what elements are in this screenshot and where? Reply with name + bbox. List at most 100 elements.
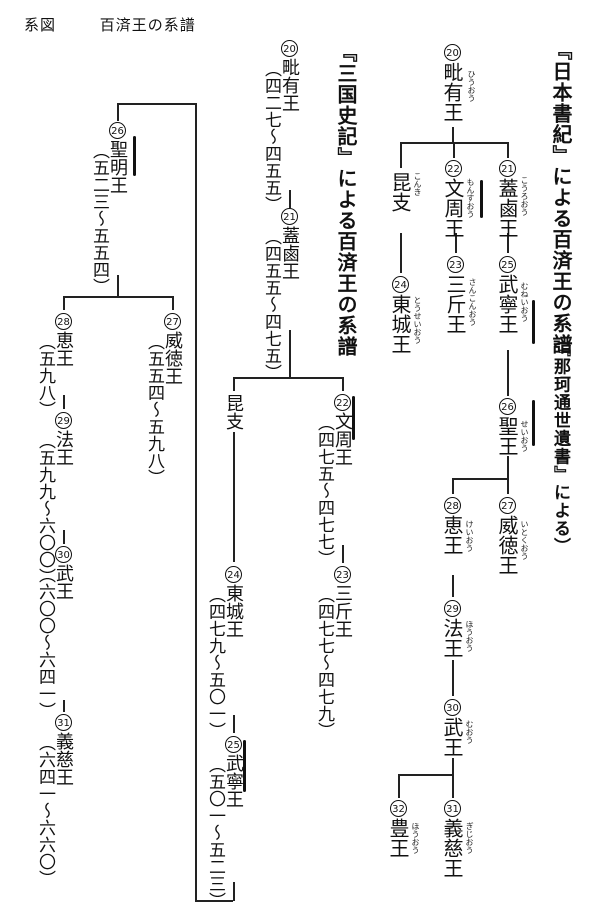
line [507,350,509,396]
king-name: 蓋鹵王 [279,226,300,280]
line [63,296,65,310]
line [400,233,402,273]
king-number: 28 [444,497,461,514]
line [233,715,235,733]
line [172,296,174,310]
king-name: 文周王 [441,178,465,238]
line [63,296,173,298]
king-name: 毗有王 [440,62,464,122]
king-number: 24 [392,276,409,293]
nihon-subtitle: （『那珂通世遺書』による） [550,330,570,556]
line [452,478,508,480]
line [289,330,291,378]
margin-mark [133,136,136,176]
king-ruby: いとくおう [520,520,529,560]
king-number: 26 [109,122,126,139]
line [233,882,235,901]
king-name: 蓋鹵王 [495,178,519,238]
figure-title: 百済王の系譜 [99,16,196,34]
king-ruby: むねいおう [520,282,529,322]
king-ruby: ほうおう [465,620,474,652]
king-number: 23 [447,256,464,273]
king-number: 20 [281,40,298,57]
king-years: （五〇一〜五二三） [205,756,225,909]
king-ruby: むおう [465,720,474,744]
king-number: 27 [499,497,516,514]
king-ruby: けいおう [465,520,474,552]
margin-mark [243,740,246,792]
line [453,142,455,158]
king-ruby: ぎじおう [465,822,474,854]
king-ruby: もんすおう [466,178,475,218]
king-number: 30 [444,699,461,716]
line [233,377,343,379]
king-number: 27 [164,313,181,330]
king-name: 毗有王 [279,58,300,112]
king-years: （六〇〇〜六四一） [35,566,55,719]
king-ruby: さんこんおう [468,278,477,326]
line [400,142,402,168]
king-number: 21 [281,208,298,225]
king-number: 31 [444,800,461,817]
margin-mark [532,300,535,344]
king-number: 32 [390,800,407,817]
king-number: 21 [499,160,516,177]
margin-mark [480,180,483,218]
king-number: 25 [225,736,242,753]
line [63,700,65,712]
line [233,377,235,391]
king-ruby: ひうおう [467,70,476,102]
king-number: 25 [499,256,516,273]
line [507,142,509,158]
king-number: 30 [55,546,72,563]
king-name: 義慈王 [53,732,74,786]
king-name: 東城王 [388,294,412,354]
king-name: 昆支 [223,394,244,430]
king-name: 三斤王 [332,584,353,638]
king-number: 28 [55,313,72,330]
king-ruby: ほうおう [411,822,420,854]
line [452,758,454,774]
line [398,774,400,798]
line [507,478,509,494]
king-name: 昆支 [388,172,412,212]
king-years: （五九九〜六〇〇） [35,432,55,585]
king-years: （五二三〜五五四） [89,142,109,295]
line [342,545,344,563]
line [507,233,509,253]
king-number: 23 [334,566,351,583]
line [455,233,457,253]
figure-header: 系図 百済王の系譜 [24,14,196,35]
king-years: （五五四〜五九八） [144,333,164,486]
king-number: 29 [444,600,461,617]
line [117,103,119,121]
king-name: 義慈王 [440,818,464,878]
line [452,660,454,696]
line [452,478,454,494]
king-name: 威徳王 [495,515,519,575]
king-number: 22 [334,394,351,411]
line [195,103,197,901]
nihon-title: 『日本書紀』による百済王の系譜 [549,40,573,355]
king-years: （六四一〜六六〇） [35,734,55,887]
king-name: 法王 [53,430,74,466]
samguk-title: 『三国史記』による百済王の系譜 [334,42,358,357]
king-name: 聖明王 [107,140,128,194]
king-name: 聖王 [495,416,519,456]
king-years: （四七五〜四七七） [314,414,334,567]
king-name: 文周王 [332,412,353,466]
line [507,456,509,478]
king-ruby: せいおう [520,420,529,452]
margin-mark [532,400,535,446]
line [233,432,235,562]
king-ruby: とうせいおう [413,296,422,344]
king-name: 豊王 [386,818,410,858]
figure-caption: 系図 [24,16,57,34]
king-number: 20 [444,44,461,61]
line [195,900,233,902]
king-ruby: こんき [413,172,422,196]
king-number: 26 [499,398,516,415]
king-ruby: こうろおう [520,176,529,216]
king-name: 東城王 [223,584,244,638]
line [117,275,119,297]
